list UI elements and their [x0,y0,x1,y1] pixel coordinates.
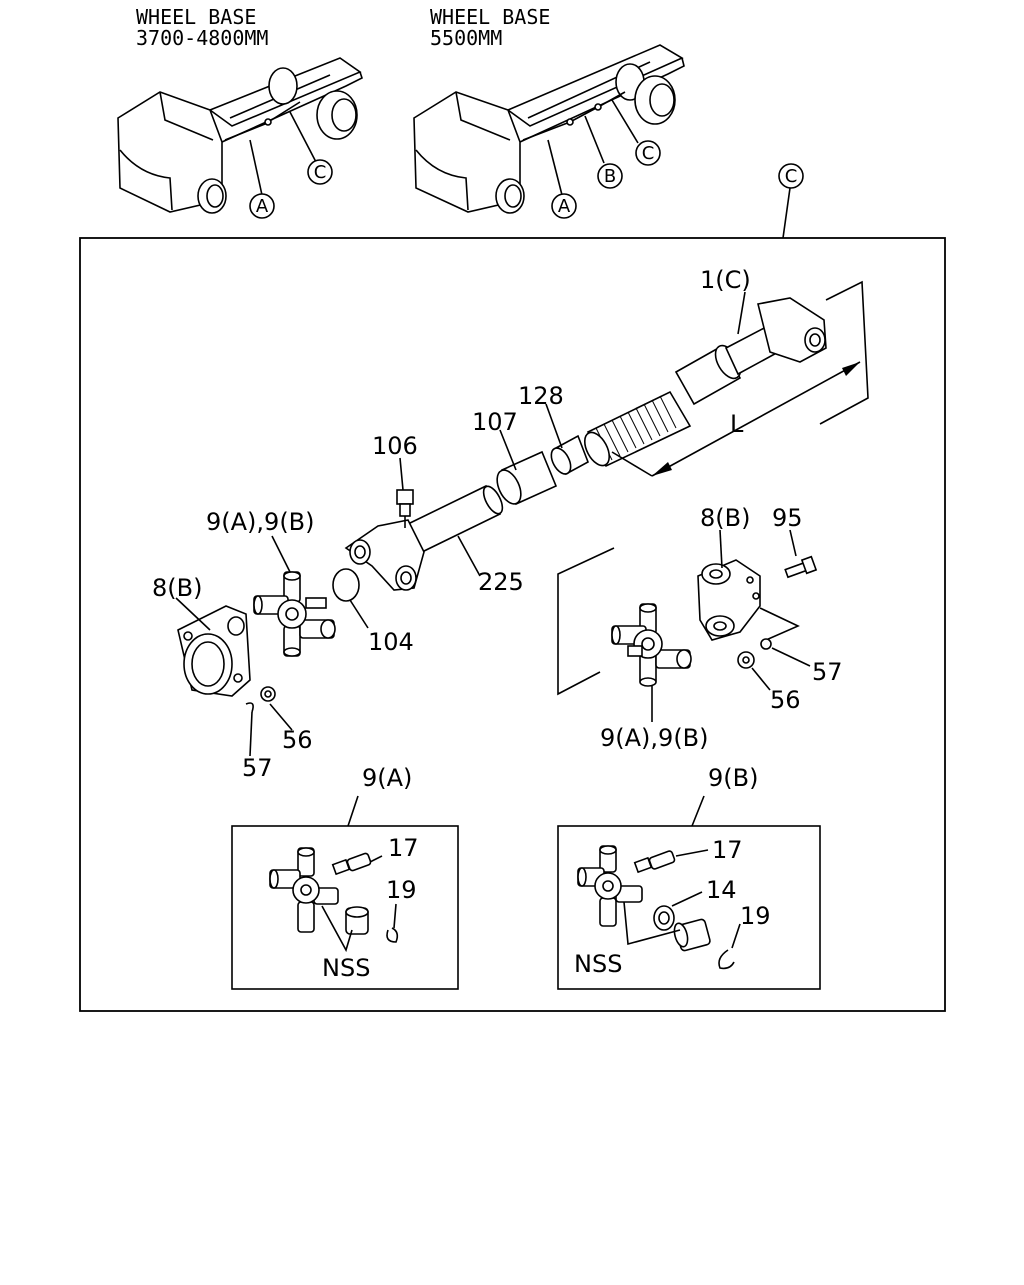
bolt-95-part [784,555,818,579]
kit-9a-grease-fitting-part [331,852,372,876]
kit-9b-cup-part [673,918,711,952]
kit-9b-snap-ring-part [718,949,735,970]
label-9ab-right: 9(A),9(B) [600,724,709,752]
label-1c: 1(C) [700,266,751,294]
circle-label-left-a: A [249,193,275,219]
label-57-left: 57 [242,754,273,782]
label-nss-kit-b: NSS [574,950,622,978]
circle-label-right-b: B [597,163,623,189]
truck-illustration-left [117,57,363,214]
label-56-left: 56 [282,726,313,754]
main-detail-frame [79,237,946,1012]
label-19-kit-a: 19 [386,876,417,904]
label-17-kit-a: 17 [388,834,419,862]
seal-104-part [332,568,360,602]
label-128: 128 [518,382,564,410]
kit-9b-seal-14-part [653,905,675,931]
kit-9a-spider-part [269,847,339,933]
label-8b-right: 8(B) [700,504,750,532]
kit-9a-box [231,825,459,990]
right-hardware-guide [759,607,800,641]
label-9b: 9(B) [708,764,758,792]
svg-text:A: A [558,196,571,217]
svg-text:C: C [642,143,655,164]
nut-56-left-part [260,686,276,702]
svg-text:B: B [604,166,616,187]
universal-joint-right-part [611,603,692,687]
label-9ab-left: 9(A),9(B) [206,508,315,536]
label-57-right: 57 [812,658,843,686]
ring-128-part [550,434,589,476]
label-9a: 9(A) [362,764,412,792]
label-19-kit-b: 19 [740,902,771,930]
label-56-right: 56 [770,686,801,714]
kit-9b-box [557,825,821,990]
header-right-line2: 5500MM [430,26,502,50]
kit-9b-grease-fitting-part [633,850,676,874]
dimension-l [611,280,869,477]
svg-text:A: A [256,196,269,217]
nut-56-right-part [737,651,755,669]
label-l: L [730,410,744,438]
flange-yoke-left-part [177,605,251,697]
kit-9a-cup-part [345,906,369,935]
label-17-kit-b: 17 [712,836,743,864]
circle-label-right-a: A [551,193,577,219]
clip-57-right-part [760,638,772,650]
circle-label-right-c: C [635,140,661,166]
universal-joint-left-part [253,571,336,657]
header-right-line1: WHEEL BASE [430,5,550,29]
header-left-line2: 3700-4800MM [136,26,268,50]
svg-text:C: C [785,166,798,187]
label-95: 95 [772,504,803,532]
label-106: 106 [372,432,418,460]
kit-9a-snap-ring-part [386,927,399,943]
shaft-tube-225-part [344,484,504,591]
right-assembly-bracket [557,547,615,696]
label-14-kit-b: 14 [706,876,737,904]
label-107: 107 [472,408,518,436]
circle-label-left-c: C [307,159,333,185]
clip-57-left-part [245,702,254,713]
kit-9b-spider-part [577,845,643,927]
label-8b-left: 8(B) [152,574,202,602]
grease-fitting-106-part [396,489,414,528]
svg-text:C: C [314,162,327,183]
label-nss-kit-a: NSS [322,954,370,982]
truck-illustration-right [413,44,685,214]
circle-label-box-c: C [778,163,804,189]
slip-yoke-part [583,297,827,468]
label-225: 225 [478,568,524,596]
label-104: 104 [368,628,414,656]
sleeve-107-part [496,450,558,506]
flange-yoke-right-part [697,559,761,641]
header-left-line1: WHEEL BASE [136,5,256,29]
leader-lines [175,291,811,757]
